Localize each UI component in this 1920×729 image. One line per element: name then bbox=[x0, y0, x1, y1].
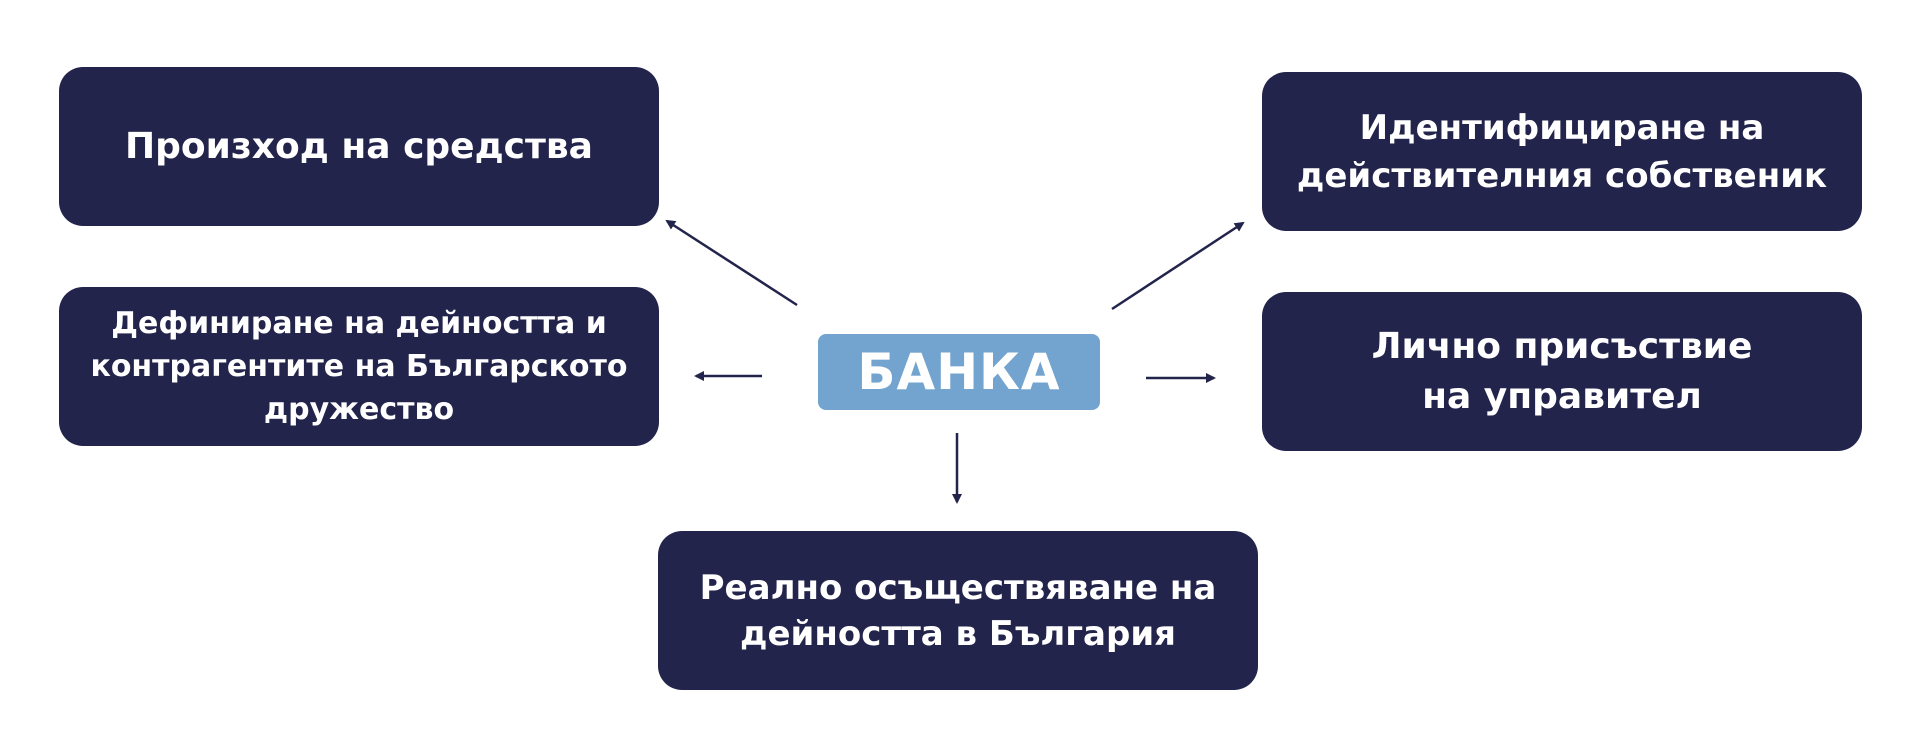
bank-node: БАНКА bbox=[818, 334, 1100, 410]
activity-definition-box: Дефиниране на дейността и контрагентите … bbox=[59, 287, 659, 446]
arrow-to-source-of-funds bbox=[665, 219, 798, 307]
real-activity-line-2: дейността в България bbox=[740, 613, 1176, 654]
arrow-to-beneficial-owner bbox=[1111, 221, 1245, 311]
activity-definition-line-2: контрагентите на Българското bbox=[90, 349, 628, 384]
real-activity-box: Реално осъществяване на дейността в Бълг… bbox=[658, 531, 1258, 690]
beneficial-owner-box: Идентифициране на действителния собствен… bbox=[1262, 72, 1862, 231]
bank-label: БАНКА bbox=[857, 343, 1061, 401]
manager-presence-box: Лично присъствие на управител bbox=[1262, 292, 1862, 451]
source-of-funds-box: Произход на средства bbox=[59, 67, 659, 226]
manager-presence-line-2: на управител bbox=[1422, 375, 1702, 417]
source-of-funds-line-1: Произход на средства bbox=[125, 125, 593, 167]
real-activity-line-1: Реално осъществяване на bbox=[699, 567, 1217, 608]
beneficial-owner-line-2: действителния собственик bbox=[1296, 155, 1828, 196]
activity-definition-line-3: дружество bbox=[263, 392, 455, 427]
activity-definition-line-1: Дефиниране на дейността и bbox=[111, 306, 607, 341]
beneficial-owner-line-1: Идентифициране на bbox=[1359, 107, 1765, 148]
manager-presence-line-1: Лично присъствие bbox=[1371, 325, 1753, 367]
